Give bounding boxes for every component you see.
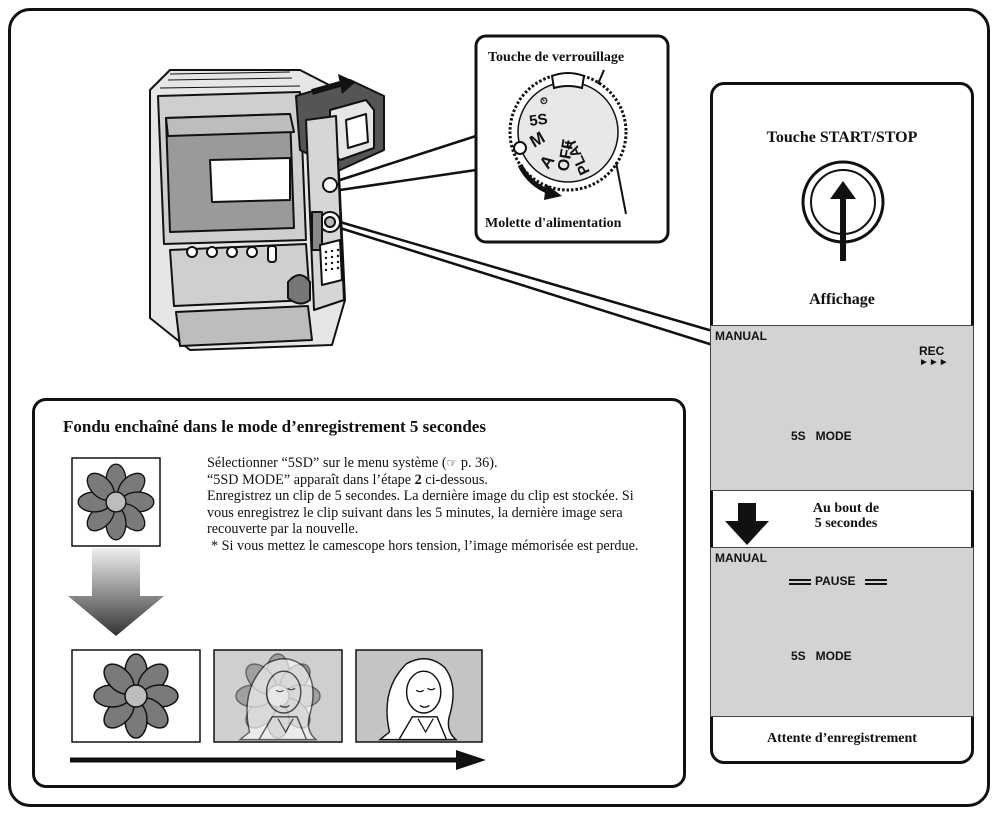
lcd-screen-recording: MANUAL REC ►►► 5S MODE [710, 325, 974, 491]
pause-indicator: PAUSE [789, 574, 889, 590]
5s-mode-indicator: 5S MODE [791, 429, 852, 443]
pause-line-right [865, 579, 887, 581]
pause-line-left [789, 579, 811, 581]
transition-line-2: 5 secondes [814, 516, 878, 531]
paragraph-record: Enregistrez un clip de 5 secondes. La de… [207, 488, 634, 537]
down-arrow-icon [725, 503, 769, 545]
fade-arrow [68, 548, 164, 636]
display-panel: Touche START/STOP Affichage MANUAL REC ►… [710, 82, 974, 764]
display-label: Affichage [809, 291, 875, 308]
note: * Si vous mettez le camescope hors tensi… [211, 537, 639, 554]
dial-mark-off: OFF [555, 138, 577, 173]
lcd-screen-pause: MANUAL PAUSE 5S MODE [710, 547, 974, 717]
section-title: Fondu enchaîné dans le mode d’enregistre… [63, 417, 486, 436]
transition-label: Au bout de 5 secondes [791, 501, 901, 531]
page-ref-icon: ☞ [446, 456, 458, 470]
camcorder [149, 69, 385, 351]
callout-lines [339, 134, 717, 348]
section-body: Sélectionner “5SD” sur le menu système (… [207, 455, 651, 554]
power-dial-label: Molette d'alimentation [485, 216, 622, 231]
standby-caption: Attente d’enregistrement [767, 731, 917, 746]
mode-indicator: MANUAL [715, 329, 767, 343]
power-dial [508, 72, 628, 192]
start-stop-label: Touche START/STOP [766, 129, 918, 146]
paragraph-mode: “5SD MODE” apparaît dans l’étape 2 ci-de… [207, 471, 488, 488]
transition-line-1: Au bout de [812, 501, 880, 516]
rec-arrows: ►►► [919, 357, 949, 368]
mode-indicator: MANUAL [715, 551, 767, 565]
pause-text: PAUSE [815, 574, 856, 588]
5s-mode-indicator: 5S MODE [791, 649, 852, 663]
timer-icon: ⏲ [540, 96, 548, 107]
rec-indicator: REC [919, 344, 945, 358]
lock-key-label: Touche de verrouillage [488, 50, 625, 65]
start-stop-button[interactable] [793, 157, 893, 267]
paragraph-select: Sélectionner “5SD” sur le menu système (… [207, 455, 498, 471]
page-frame [8, 8, 990, 807]
dial-mark-5s: 5S [528, 111, 549, 130]
